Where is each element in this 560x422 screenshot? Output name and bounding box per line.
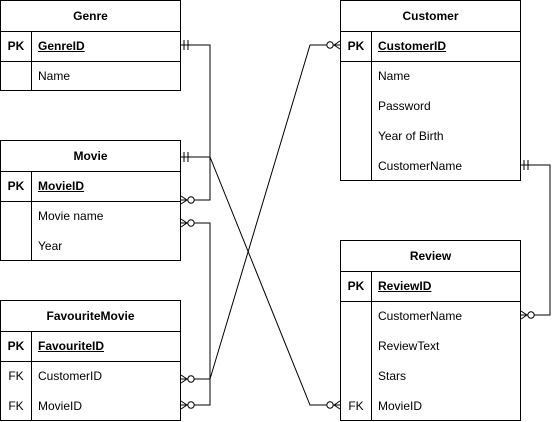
relationship-genre-movie [180, 40, 211, 205]
entity-favourite-movie[interactable]: FavouriteMovie PK FavouriteID FK Custome… [0, 300, 181, 421]
entity-row: Name [1, 61, 180, 91]
key-label: FK [8, 399, 24, 413]
entity-customer[interactable]: Customer PK CustomerID Name Password Yea… [340, 0, 521, 181]
field-name: ReviewID [378, 279, 432, 293]
relationship-movie-review [181, 152, 341, 410]
entity-row: PK MovieID [1, 171, 180, 202]
field-name: Password [378, 99, 431, 113]
field-name: CustomerID [38, 369, 103, 383]
entity-row: Year [1, 231, 180, 261]
entity-row: Stars [341, 361, 520, 391]
key-label [341, 61, 371, 91]
relationship-favourite-customer [180, 40, 341, 384]
entity-genre[interactable]: Genre PK GenreID Name [0, 0, 181, 91]
field-name: MovieID [38, 399, 83, 413]
key-label: FK [8, 369, 24, 383]
entity-title: FavouriteMovie [1, 301, 180, 332]
key-label: PK [7, 339, 25, 353]
entity-row: Password [341, 91, 520, 121]
entity-title: Review [341, 241, 520, 272]
field-name: CustomerID [378, 39, 447, 53]
entity-title: Genre [1, 1, 180, 32]
key-label: PK [7, 39, 25, 53]
key-label: PK [347, 39, 365, 53]
entity-row: FK MovieID [1, 391, 180, 421]
entity-row: PK CustomerID [341, 31, 520, 62]
entity-row: ReviewText [341, 331, 520, 361]
field-name: CustomerName [378, 309, 463, 323]
entity-movie[interactable]: Movie PK MovieID Movie name Year [0, 140, 181, 261]
field-name: GenreID [38, 39, 85, 53]
field-name: Year of Birth [378, 129, 444, 143]
field-name: Name [38, 69, 71, 83]
field-name: Name [378, 69, 411, 83]
field-name: MovieID [378, 399, 423, 413]
field-name: Stars [378, 369, 407, 383]
field-name: ReviewText [378, 339, 440, 353]
entity-row: FK MovieID [341, 391, 520, 421]
key-label: PK [347, 279, 365, 293]
relationship-customer-review [520, 160, 551, 320]
entity-title: Movie [1, 141, 180, 172]
entity-review[interactable]: Review PK ReviewID CustomerName ReviewTe… [340, 240, 521, 421]
key-label [341, 361, 371, 391]
field-name: Movie name [38, 209, 104, 223]
key-label [1, 201, 31, 231]
key-label: PK [7, 179, 25, 193]
entity-row: Name [341, 61, 520, 91]
key-label [341, 91, 371, 121]
entity-row: PK ReviewID [341, 271, 520, 302]
field-name: CustomerName [378, 159, 463, 173]
field-name: FavouriteID [38, 339, 105, 353]
entity-title: Customer [341, 1, 520, 32]
key-label [1, 231, 31, 261]
entity-row: FK CustomerID [1, 361, 180, 391]
entity-row: PK FavouriteID [1, 331, 180, 362]
key-label [341, 151, 371, 181]
field-name: Year [38, 239, 63, 253]
entity-row: PK GenreID [1, 31, 180, 62]
key-label [341, 331, 371, 361]
key-label [341, 121, 371, 151]
entity-row: Movie name [1, 201, 180, 231]
key-label: FK [348, 399, 364, 413]
entity-row: Year of Birth [341, 121, 520, 151]
relationship-favourite-movie [180, 218, 211, 410]
key-label [1, 61, 31, 91]
entity-row: CustomerName [341, 301, 520, 331]
entity-row: CustomerName [341, 151, 520, 181]
key-label [341, 301, 371, 331]
field-name: MovieID [38, 179, 85, 193]
